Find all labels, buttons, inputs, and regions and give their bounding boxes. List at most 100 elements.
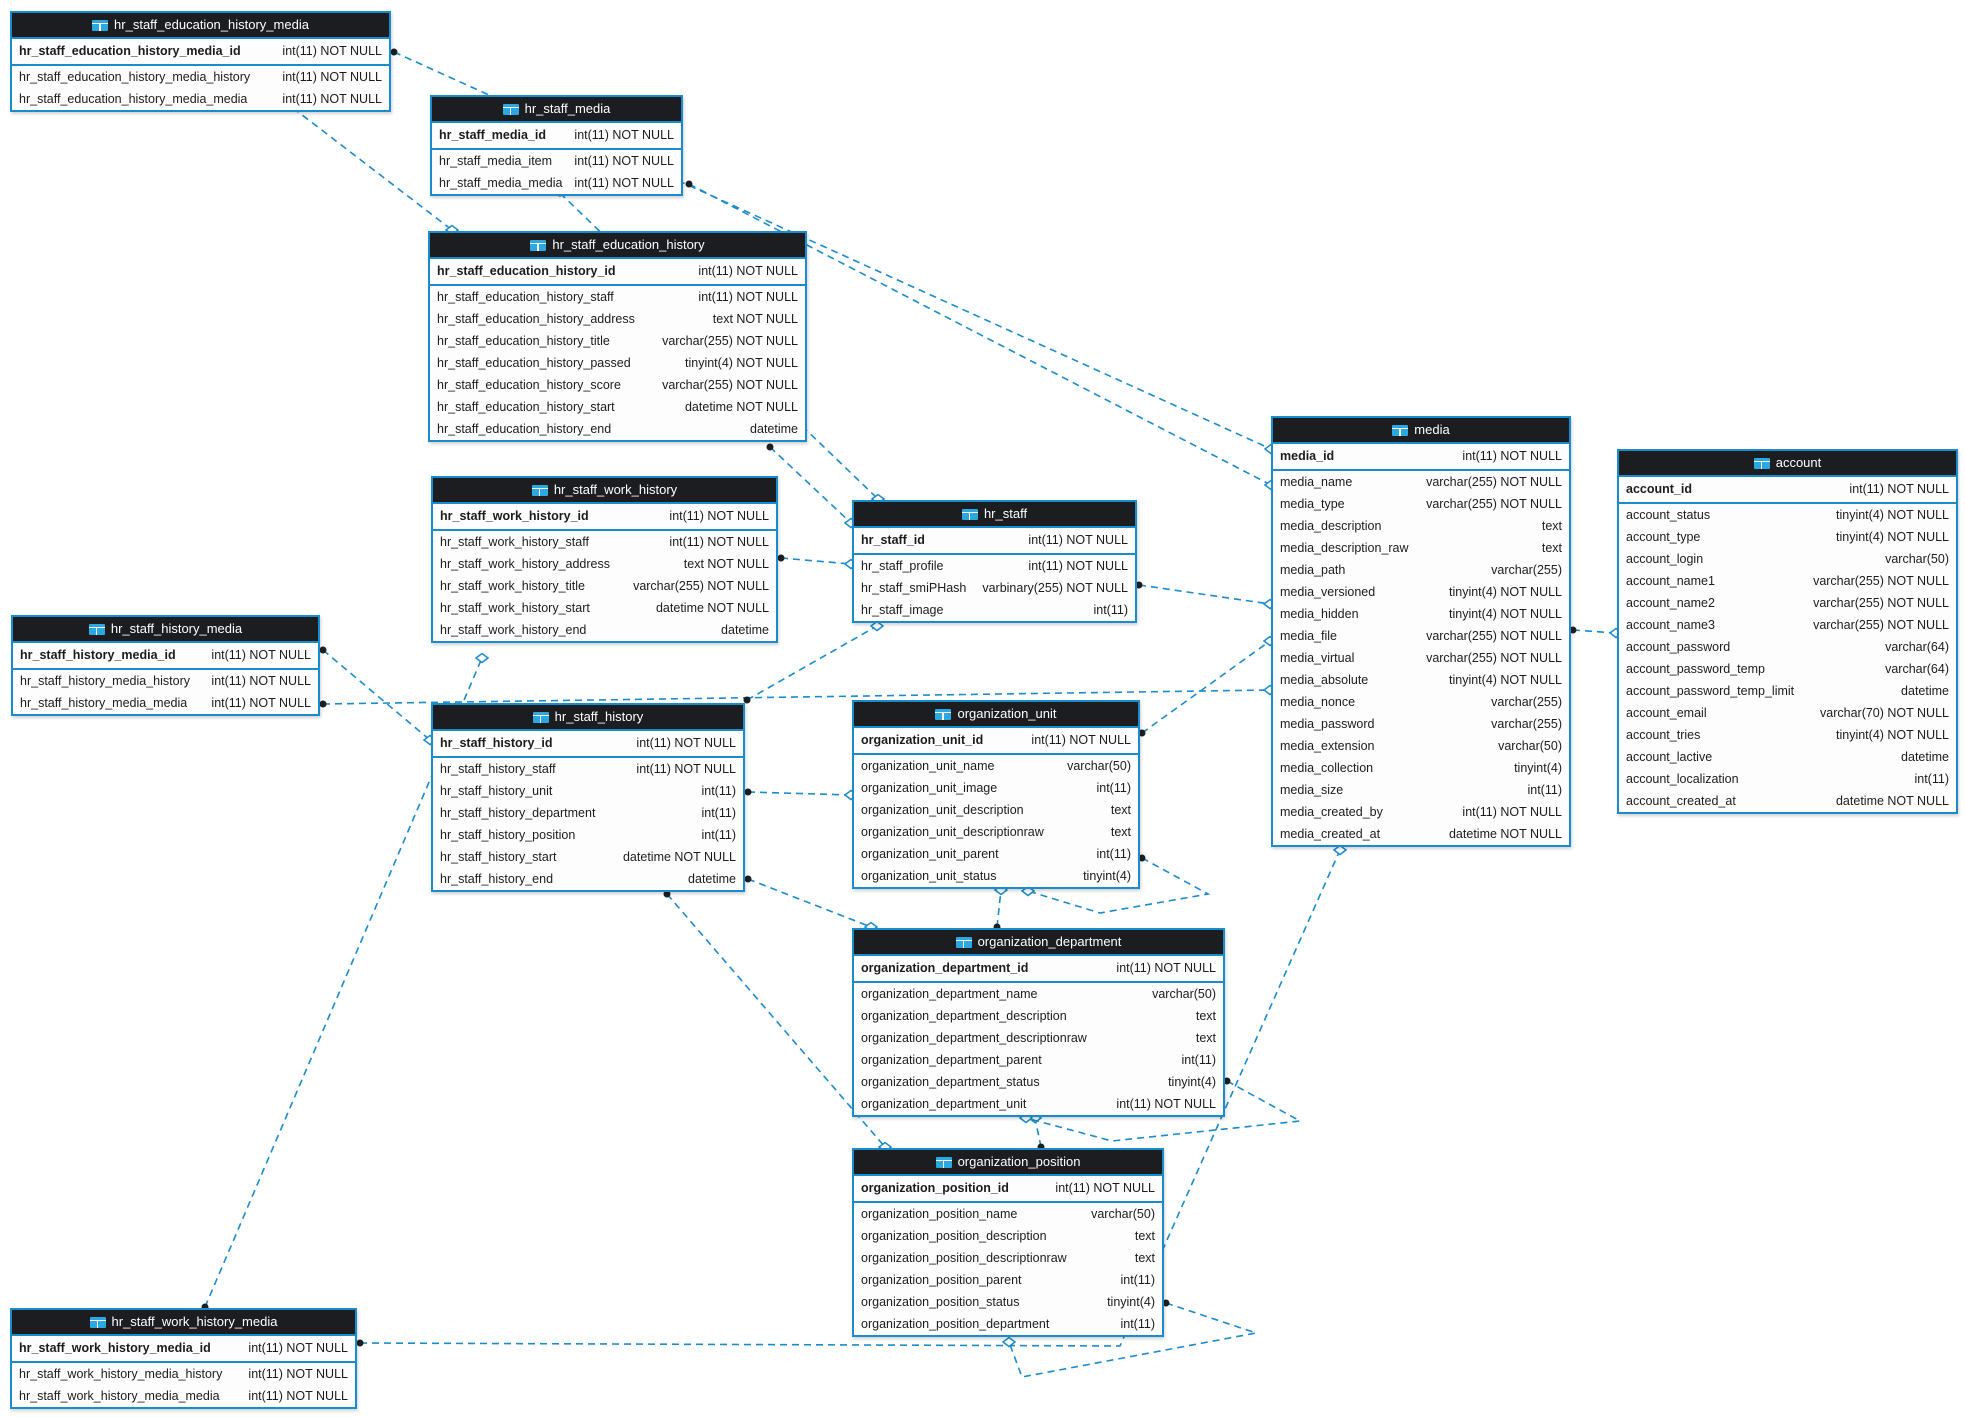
- table-header-hr_staff_education_history[interactable]: hr_staff_education_history: [430, 233, 805, 259]
- relationship-line[interactable]: [1141, 640, 1271, 734]
- relationship-line[interactable]: [292, 107, 453, 231]
- relationship-hr_staff_history_media.history-to-hr_staff_history[interactable]: [319, 646, 438, 746]
- relationship-line[interactable]: [1034, 1117, 1042, 1148]
- relationship-hr_staff_history.unit-to-organization_unit[interactable]: [744, 788, 859, 801]
- table-header-hr_staff_history[interactable]: hr_staff_history: [433, 705, 743, 731]
- relationship-hr_staff.image-to-media[interactable]: [1135, 581, 1278, 610]
- table-header-media[interactable]: media: [1273, 418, 1569, 444]
- relationship-line[interactable]: [747, 791, 852, 796]
- relationship-line[interactable]: [1025, 1080, 1303, 1142]
- relationship-line[interactable]: [780, 557, 852, 565]
- relationship-media.created_by-to-account[interactable]: [1569, 626, 1624, 639]
- relationship-organization_unit.image-to-media[interactable]: [1138, 635, 1278, 737]
- relationship-hr_staff_history.staff-to-hr_staff[interactable]: [743, 620, 885, 704]
- relationship-line[interactable]: [1138, 584, 1271, 605]
- table-header-hr_staff_work_history[interactable]: hr_staff_work_history: [433, 478, 776, 504]
- table-header-organization_unit[interactable]: organization_unit: [854, 702, 1138, 728]
- table-header-account[interactable]: account: [1619, 451, 1956, 477]
- relationship-line[interactable]: [746, 625, 878, 701]
- relationship-line[interactable]: [666, 893, 886, 1148]
- table-header-hr_staff[interactable]: hr_staff: [854, 502, 1135, 528]
- relationship-line[interactable]: [1008, 1302, 1260, 1378]
- table-header-hr_staff_history_media[interactable]: hr_staff_history_media: [13, 617, 318, 643]
- relationship-organization_position.parent-to-organization_position[interactable]: [1001, 1299, 1260, 1378]
- relationship-line[interactable]: [359, 849, 1341, 1347]
